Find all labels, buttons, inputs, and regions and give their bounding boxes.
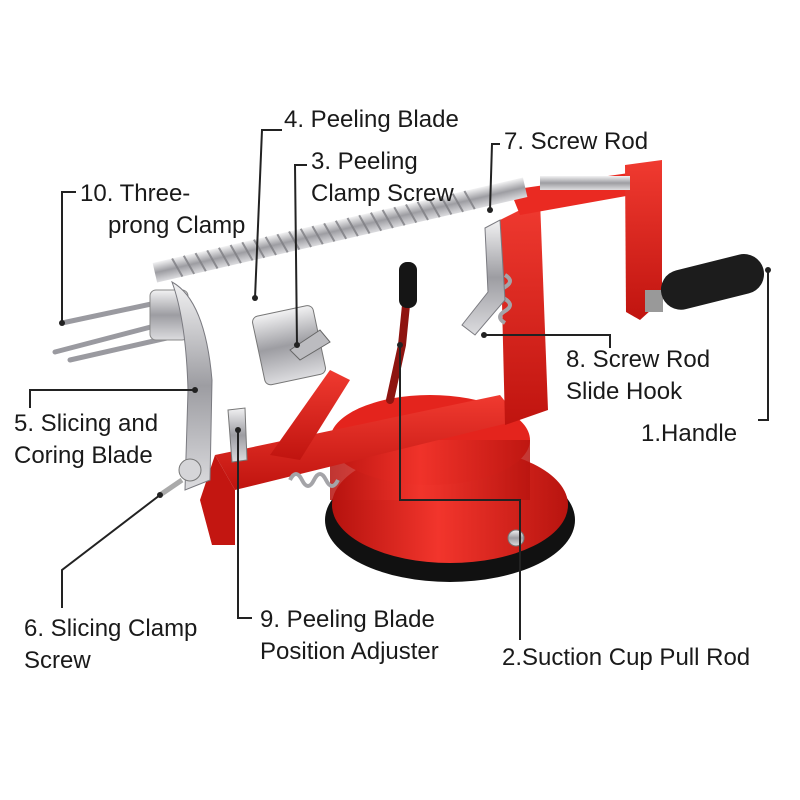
frame-lower-arm [215, 395, 520, 490]
label-three-prong-clamp-line1: 10. Three- [80, 180, 191, 207]
label-peeling-clamp-screw-line1: 3. Peeling [311, 148, 418, 175]
frame-upright [500, 200, 548, 425]
label-slicing-clamp-screw-line2: Screw [24, 647, 91, 674]
label-handle-text: 1.Handle [641, 420, 738, 447]
label-suction-cup-pull-rod-text: 2.Suction Cup Pull Rod [502, 644, 751, 671]
label-slicing-coring-blade: 5. Slicing and Coring Blade [14, 408, 158, 472]
label-screw-rod-slide-hook: 8. Screw Rod Slide Hook [566, 344, 710, 408]
handle-grip [660, 254, 765, 310]
label-peeling-blade: 4. Peeling Blade [284, 104, 459, 136]
label-peeling-blade-text: 4. Peeling Blade [284, 106, 459, 133]
label-peeling-blade-adjuster-line2: Position Adjuster [260, 638, 439, 665]
crank-arm [625, 160, 662, 320]
label-peeling-clamp-screw-line2: Clamp Screw [311, 180, 454, 207]
label-peeling-clamp-screw: 3. Peeling Clamp Screw [311, 146, 454, 210]
leader-lines [29, 129, 769, 640]
peeling-arm [270, 370, 350, 460]
label-peeling-blade-adjuster-line1: 9. Peeling Blade [260, 606, 435, 633]
label-peeling-blade-adjuster: 9. Peeling Blade Position Adjuster [260, 604, 439, 668]
label-screw-rod-slide-hook-line2: Slide Hook [566, 378, 683, 405]
base-screw [507, 529, 525, 547]
label-screw-rod-slide-hook-line1: 8. Screw Rod [566, 346, 711, 373]
label-handle: 1.Handle [641, 418, 737, 450]
slicing-coring-blade [171, 280, 213, 491]
label-screw-rod: 7. Screw Rod [504, 126, 648, 158]
screw-rod-slide-hook [461, 219, 506, 336]
label-suction-cup-pull-rod: 2.Suction Cup Pull Rod [502, 642, 750, 674]
peeling-clamp-screw [289, 329, 331, 361]
label-slicing-coring-blade-line2: Coring Blade [14, 442, 153, 469]
label-three-prong-clamp-line2: prong Clamp [108, 212, 246, 239]
label-screw-rod-text: 7. Screw Rod [504, 128, 649, 155]
label-slicing-coring-blade-line1: 5. Slicing and [14, 410, 159, 437]
label-slicing-clamp-screw: 6. Slicing Clamp Screw [24, 613, 197, 677]
label-three-prong-clamp: 10. Three- prong Clamp [80, 178, 245, 242]
slicing-clamp-screw [178, 458, 202, 482]
pull-rod-knob [399, 262, 417, 308]
label-slicing-clamp-screw-line1: 6. Slicing Clamp [24, 615, 198, 642]
